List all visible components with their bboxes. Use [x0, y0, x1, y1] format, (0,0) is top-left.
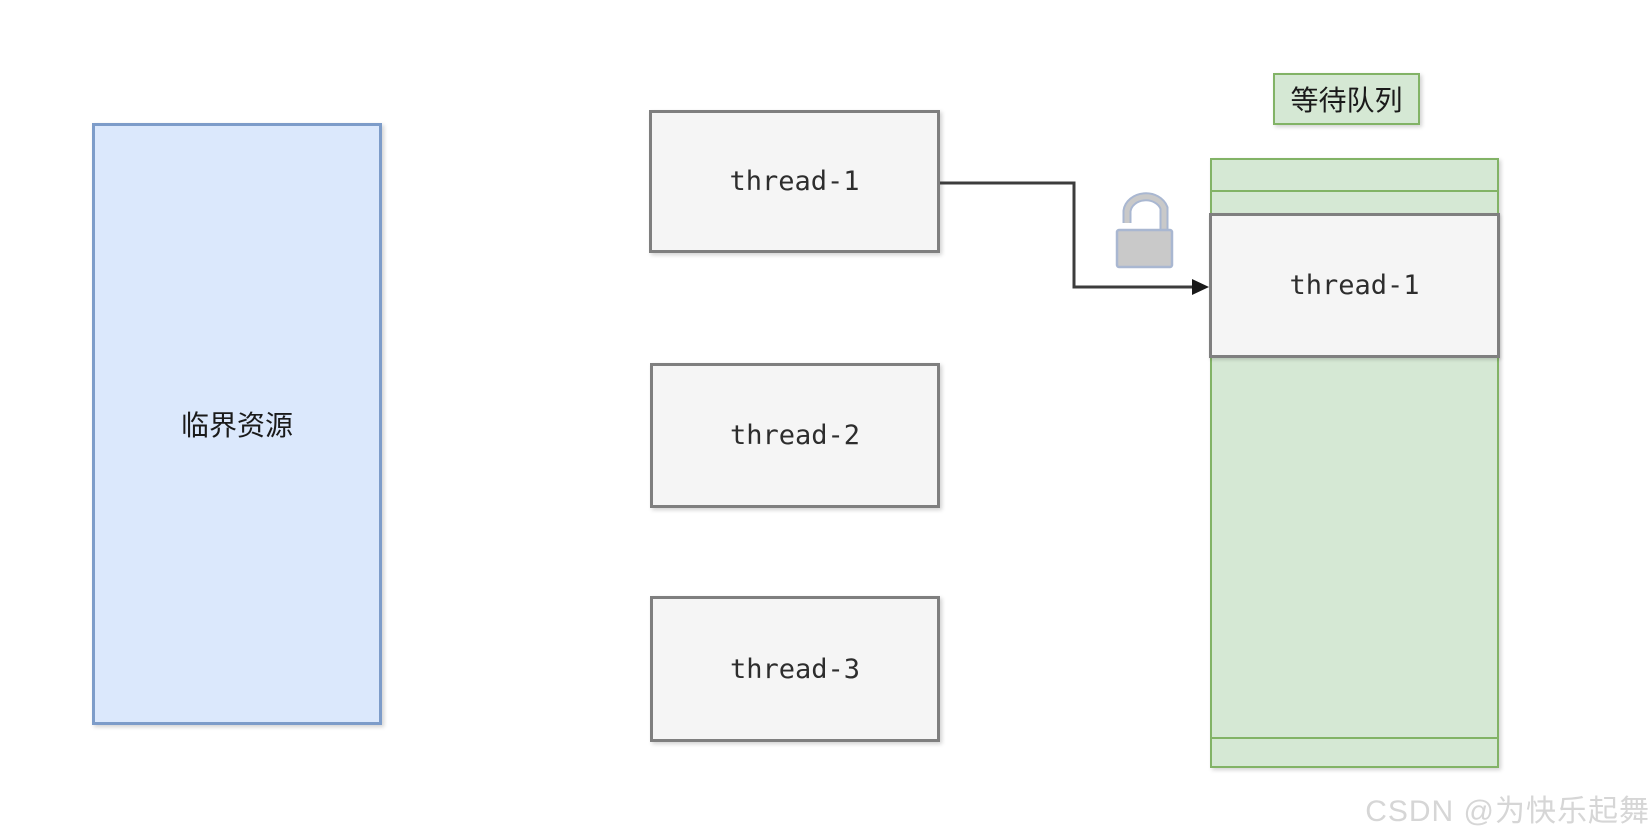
wait-queue-top-divider [1212, 190, 1497, 192]
thread-1-label: thread-1 [729, 166, 860, 197]
critical-resource-box: 临界资源 [92, 123, 382, 725]
thread-2-label: thread-2 [729, 420, 861, 451]
thread-3-box: thread-3 [650, 596, 940, 742]
watermark-text: CSDN @为快乐起舞 [1365, 795, 1650, 828]
wait-queue-label: 等待队列 [1273, 73, 1420, 125]
wait-queue-title: 等待队列 [1290, 85, 1403, 116]
wait-queue-bottom-divider [1212, 737, 1497, 739]
thread-2-box: thread-2 [650, 363, 940, 508]
wait-queue-entry-thread-1: thread-1 [1209, 213, 1500, 358]
thread-1-box: thread-1 [649, 110, 940, 253]
wait-queue: thread-1 [1209, 158, 1500, 768]
open-padlock-icon [1115, 192, 1174, 269]
wait-queue-entry-label: thread-1 [1289, 270, 1420, 301]
critical-resource-label: 临界资源 [180, 410, 293, 441]
thread-3-label: thread-3 [729, 653, 861, 685]
